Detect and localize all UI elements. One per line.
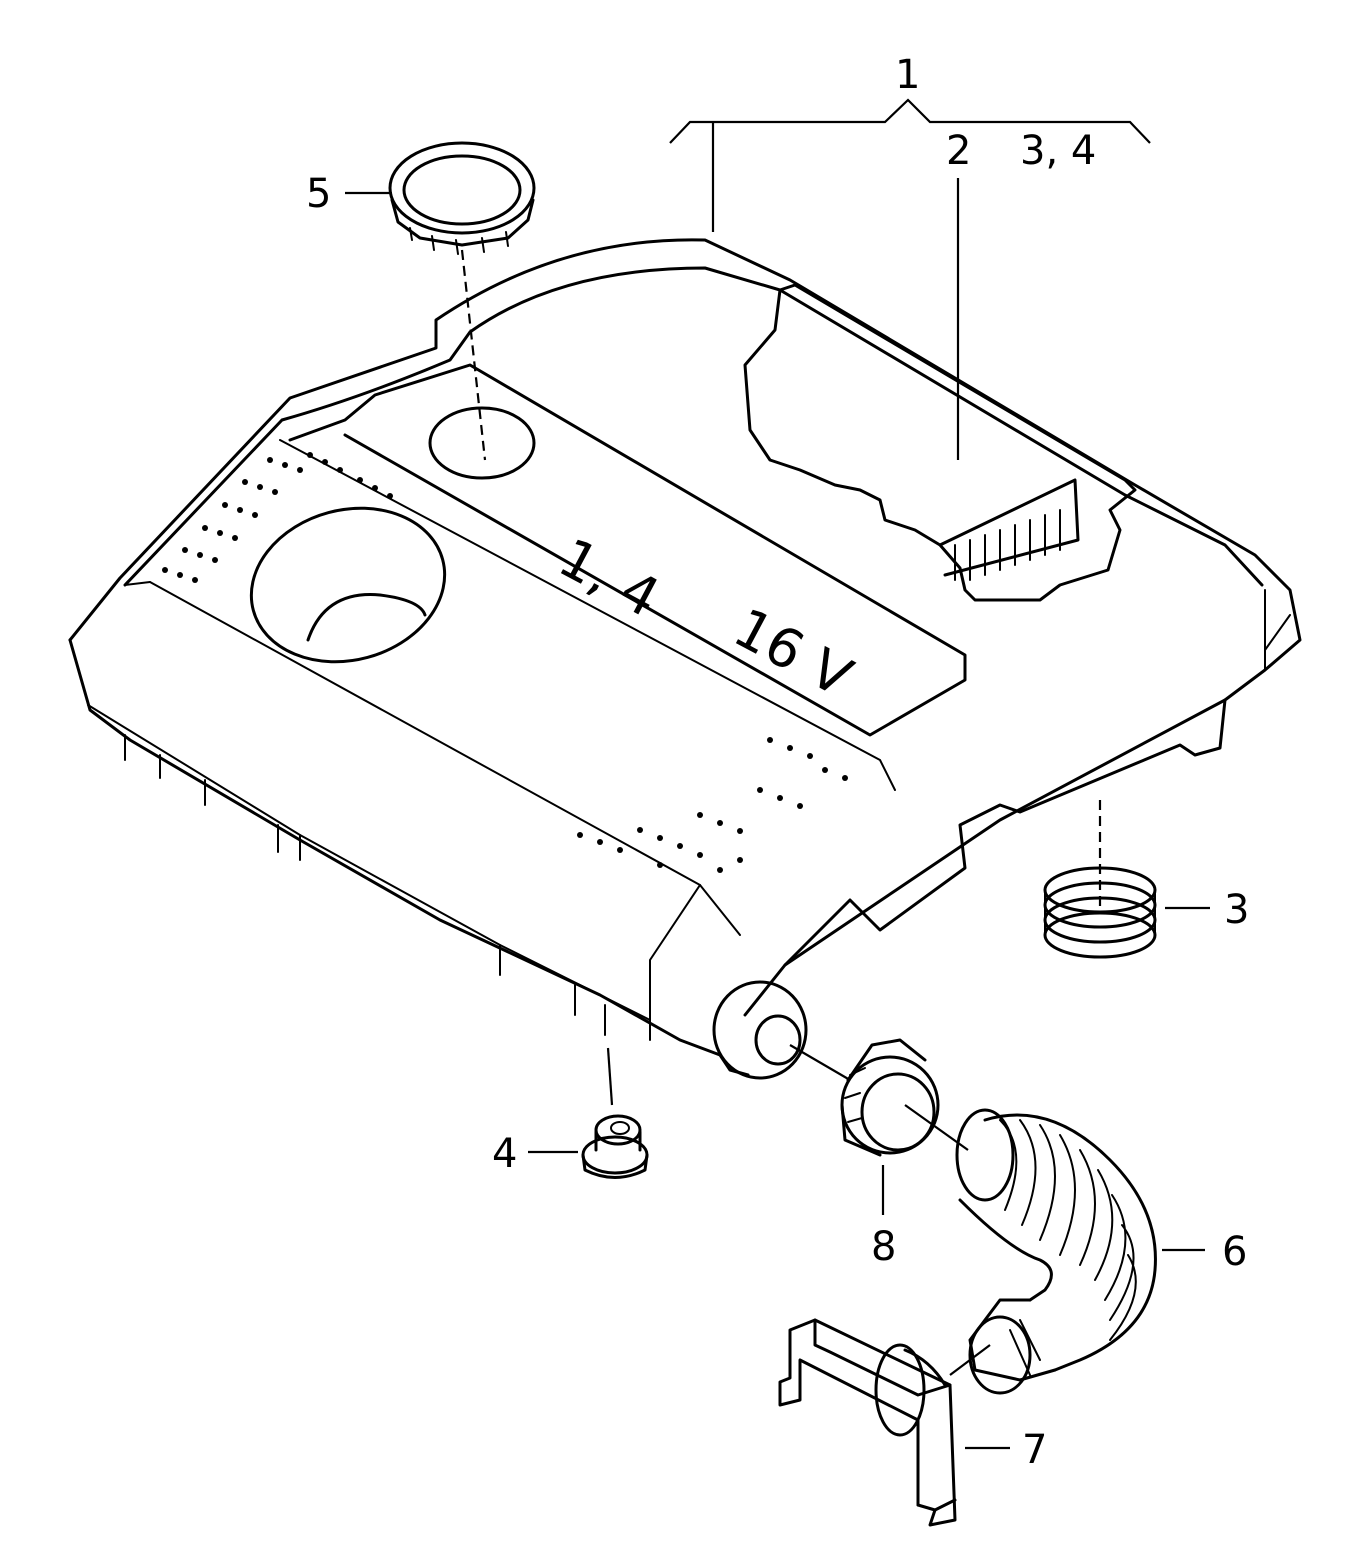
cover-dimple-texture <box>162 452 848 873</box>
callout-7: 7 <box>1022 1427 1047 1473</box>
callout-2: 2 <box>946 128 971 174</box>
cover-displacement-marking: 1, 4 <box>549 526 670 630</box>
callout-6: 6 <box>1222 1229 1247 1275</box>
leader-part-7-hose <box>949 1344 991 1376</box>
breather-hose-part-6 <box>955 1108 1157 1395</box>
leader-part-8-spigot <box>789 1044 851 1081</box>
leader-part-6-clamp <box>904 1104 969 1151</box>
engine-cover <box>68 238 1302 1080</box>
callout-5: 5 <box>306 171 331 217</box>
leader-part-4-up <box>606 1047 614 1106</box>
leader-dash-part-5 <box>460 249 487 461</box>
leader-bracket-part-1 <box>669 98 1151 144</box>
bracket-part-7 <box>778 1318 957 1527</box>
callout-3-4: 3, 4 <box>1020 128 1096 174</box>
callout-8: 8 <box>871 1224 896 1270</box>
filler-cap-part-5 <box>388 141 536 255</box>
callout-4: 4 <box>492 1131 517 1177</box>
hose-clamp-part-8 <box>840 1038 940 1157</box>
callout-3: 3 <box>1224 887 1249 933</box>
callout-1: 1 <box>895 52 920 98</box>
bush-part-4 <box>581 1114 649 1179</box>
